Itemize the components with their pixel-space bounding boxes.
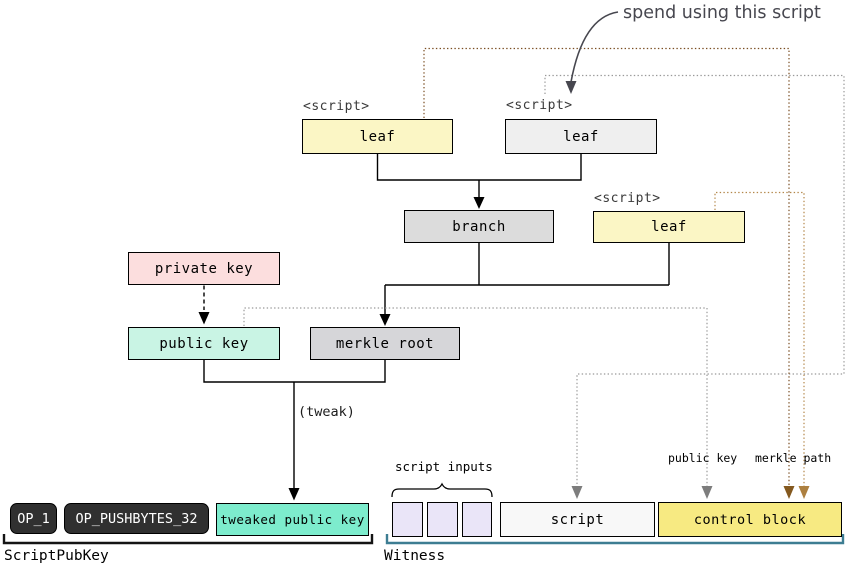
witness-input-box-2 xyxy=(427,502,458,537)
arrowhead-into-merkle-root xyxy=(379,314,391,326)
leaf1-to-merklepath-dotted-line xyxy=(423,47,790,486)
public-key-box: public key xyxy=(128,327,280,360)
control-merklepath-label: merkle path xyxy=(755,451,832,465)
arrowhead-merklepath-right xyxy=(798,486,810,499)
tweaked-public-key-box: tweaked public key xyxy=(216,503,369,536)
witness-input-box-3 xyxy=(462,502,492,537)
arrowhead-into-tweaked-key xyxy=(288,488,300,501)
scriptpubkey-section-label: ScriptPubKey xyxy=(4,548,109,564)
leaves-to-branch-line xyxy=(376,154,582,181)
leaf2-box: leaf xyxy=(505,119,657,154)
spend-note-arrow-curve xyxy=(570,11,619,83)
witness-input-box-1 xyxy=(392,502,423,537)
script-tag-leaf2: <script> xyxy=(506,98,573,113)
arrowhead-into-public-key xyxy=(198,312,210,325)
witness-section-label: Witness xyxy=(384,548,446,564)
branch-leaf3-to-merkle-line xyxy=(384,243,670,315)
merkle-root-box: merkle root xyxy=(310,327,460,360)
op1-chip: OP_1 xyxy=(10,503,57,534)
scriptpubkey-bracket xyxy=(2,534,374,545)
control-publickey-label: public key xyxy=(668,451,738,465)
leaf2-to-script-dotted-line xyxy=(544,74,845,486)
arrowhead-into-branch xyxy=(473,197,485,209)
op-pushbytes32-chip: OP_PUSHBYTES_32 xyxy=(64,503,209,534)
script-inputs-brace xyxy=(391,482,493,498)
leaf3-to-merklepath-dotted-line xyxy=(714,191,805,486)
spend-note: spend using this script xyxy=(623,3,821,23)
script-tag-leaf1: <script> xyxy=(303,99,370,114)
leaf3-box: leaf xyxy=(593,211,745,243)
witness-bracket xyxy=(385,534,845,545)
arrowhead-publickey-into-controlblock xyxy=(701,486,713,499)
script-inputs-label: script inputs xyxy=(395,459,493,474)
pubkey-merkle-join-line xyxy=(203,360,386,383)
private-key-box: private key xyxy=(128,252,280,285)
branch-box: branch xyxy=(404,210,554,243)
leaf1-box: leaf xyxy=(302,119,453,154)
script-tag-leaf3: <script> xyxy=(594,191,661,206)
control-block-box: control block xyxy=(658,502,842,537)
tweak-label: (tweak) xyxy=(298,404,355,420)
publickey-to-controlblock-dotted-line xyxy=(243,307,708,486)
witness-script-box: script xyxy=(500,502,655,537)
arrowhead-spend-note xyxy=(565,81,577,94)
arrowhead-merklepath-left xyxy=(783,486,795,499)
arrowhead-into-script xyxy=(571,486,583,499)
